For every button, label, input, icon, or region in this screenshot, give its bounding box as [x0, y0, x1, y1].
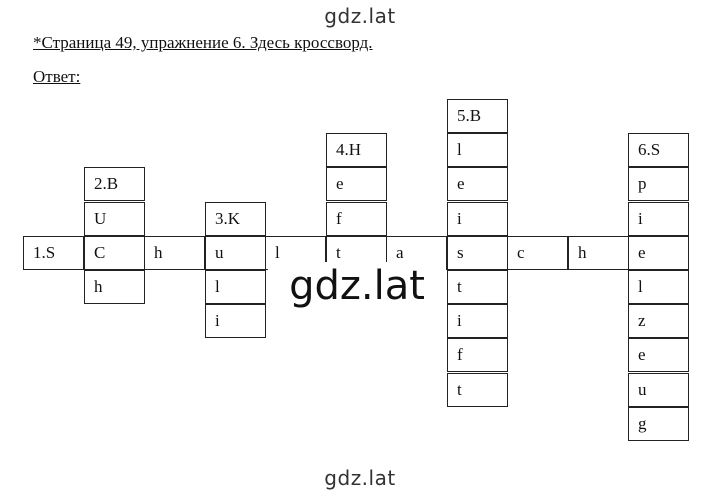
watermark-bottom: gdz.lat	[324, 466, 396, 490]
crossword-cell: 3.K	[205, 202, 266, 236]
crossword-cell: z	[628, 304, 689, 338]
crossword-cell: e	[628, 338, 689, 372]
answer-label: Ответ:	[33, 67, 81, 86]
crossword-cell: u	[205, 236, 266, 270]
crossword-cell: i	[447, 304, 508, 338]
crossword-cell: i	[205, 304, 266, 338]
crossword-cell: C	[84, 236, 145, 270]
crossword-cell: c	[507, 236, 568, 270]
crossword-cell: i	[447, 202, 508, 236]
crossword-cell: h	[84, 270, 145, 304]
crossword-cell: h	[144, 236, 205, 270]
crossword-cell: e	[447, 167, 508, 201]
crossword-cell: 4.H	[326, 133, 387, 167]
crossword-cell: e	[628, 236, 689, 270]
watermark-top: gdz.lat	[324, 4, 396, 28]
crossword-cell: l	[205, 270, 266, 304]
watermark-center: gdz.lat	[268, 262, 446, 312]
crossword-cell: 2.B	[84, 167, 145, 201]
crossword-cell: e	[326, 167, 387, 201]
crossword-cell: g	[628, 407, 689, 441]
crossword-cell: t	[447, 373, 508, 407]
crossword-cell: U	[84, 202, 145, 236]
crossword-cell: f	[326, 202, 387, 236]
crossword-cell: 6.S	[628, 133, 689, 167]
task-heading: *Страница 49, упражнение 6. Здесь кроссв…	[33, 33, 373, 52]
crossword-cell: f	[447, 338, 508, 372]
crossword-cell: t	[447, 270, 508, 304]
crossword-cell: l	[628, 270, 689, 304]
crossword-cell: s	[447, 236, 508, 270]
crossword-cell: l	[447, 133, 508, 167]
crossword-cell: 5.B	[447, 99, 508, 133]
crossword-cell: 1.S	[23, 236, 84, 270]
crossword-cell: u	[628, 373, 689, 407]
crossword-cell: p	[628, 167, 689, 201]
crossword-cell: h	[568, 236, 629, 270]
crossword-cell: i	[628, 202, 689, 236]
